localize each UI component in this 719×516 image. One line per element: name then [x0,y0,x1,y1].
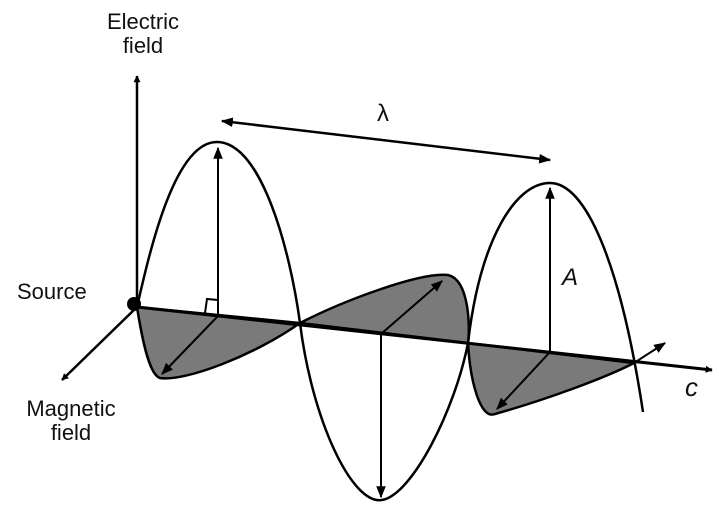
electric-field-wave [135,140,645,502]
magnetic-field-wave [135,273,639,416]
magnetic-vector-3 [496,351,551,410]
magnetic-vector-1 [161,315,219,375]
magnetic-vector-2 [380,280,443,335]
magnetic-vectors [161,280,667,410]
magnetic-field-label: Magnetic field [26,396,116,445]
speed-label: c [685,372,698,402]
amplitude-label: A [562,264,579,291]
electric-vectors [213,146,555,499]
electric-field-label: Electric field [106,9,180,58]
wavelength-label: λ [377,100,389,127]
right-angle-marker [204,297,219,314]
wavelength-arrow [220,117,552,164]
magnetic-vector-4 [633,342,667,364]
source-label: Source [17,279,87,304]
propagation-axis [136,305,713,373]
magnetic-lobe-1 [135,305,304,380]
source-point [127,297,141,311]
magnetic-axis [61,306,138,381]
magnetic-lobe-2 [295,273,471,345]
